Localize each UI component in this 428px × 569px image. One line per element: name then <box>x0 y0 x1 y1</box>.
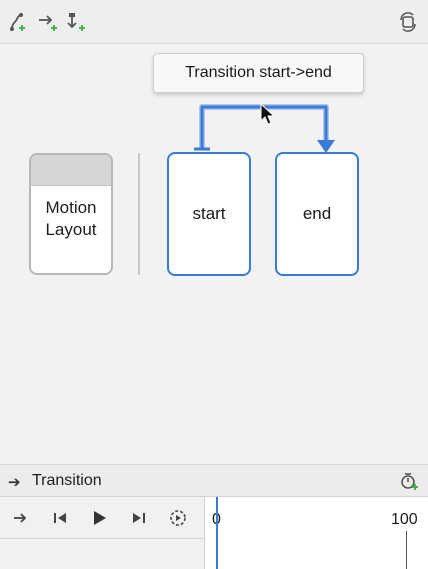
transition-arrow-icon: ➔ <box>8 474 21 491</box>
state-start-label: start <box>192 204 226 223</box>
transition-panel-title: Transition <box>32 472 102 489</box>
cycle-layout-icon[interactable] <box>396 10 420 34</box>
motion-layout-node[interactable]: Motion Layout <box>29 153 113 275</box>
transition-tooltip: Transition start->end <box>153 53 364 93</box>
create-click-handler-icon[interactable] <box>64 10 88 34</box>
timeline-end-tick <box>406 531 407 569</box>
direction-arrow-icon[interactable] <box>10 507 32 529</box>
create-constraint-set-icon[interactable] <box>6 10 30 34</box>
create-transition-icon[interactable] <box>36 10 60 34</box>
motion-layout-label: Motion Layout <box>45 198 97 239</box>
transition-list-area <box>0 539 205 569</box>
skip-forward-icon[interactable] <box>128 507 150 529</box>
loop-speed-icon[interactable] <box>167 507 189 529</box>
canvas-divider <box>138 153 140 275</box>
skip-back-icon[interactable] <box>49 507 71 529</box>
transition-panel-header: ➔ Transition <box>0 464 428 497</box>
state-start[interactable]: start <box>167 152 251 276</box>
timeline[interactable]: 0 100 <box>205 497 428 569</box>
playback-controls <box>0 497 205 539</box>
toolbar <box>0 0 428 44</box>
timeline-playhead[interactable] <box>216 497 218 569</box>
add-keyframe-timer-icon[interactable] <box>399 471 419 491</box>
motion-layout-header <box>31 155 111 186</box>
timeline-end-label: 100 <box>391 511 418 528</box>
play-icon[interactable] <box>88 507 110 529</box>
mouse-cursor-icon <box>260 102 276 125</box>
state-end-label: end <box>302 204 332 223</box>
state-end[interactable]: end <box>275 152 359 276</box>
